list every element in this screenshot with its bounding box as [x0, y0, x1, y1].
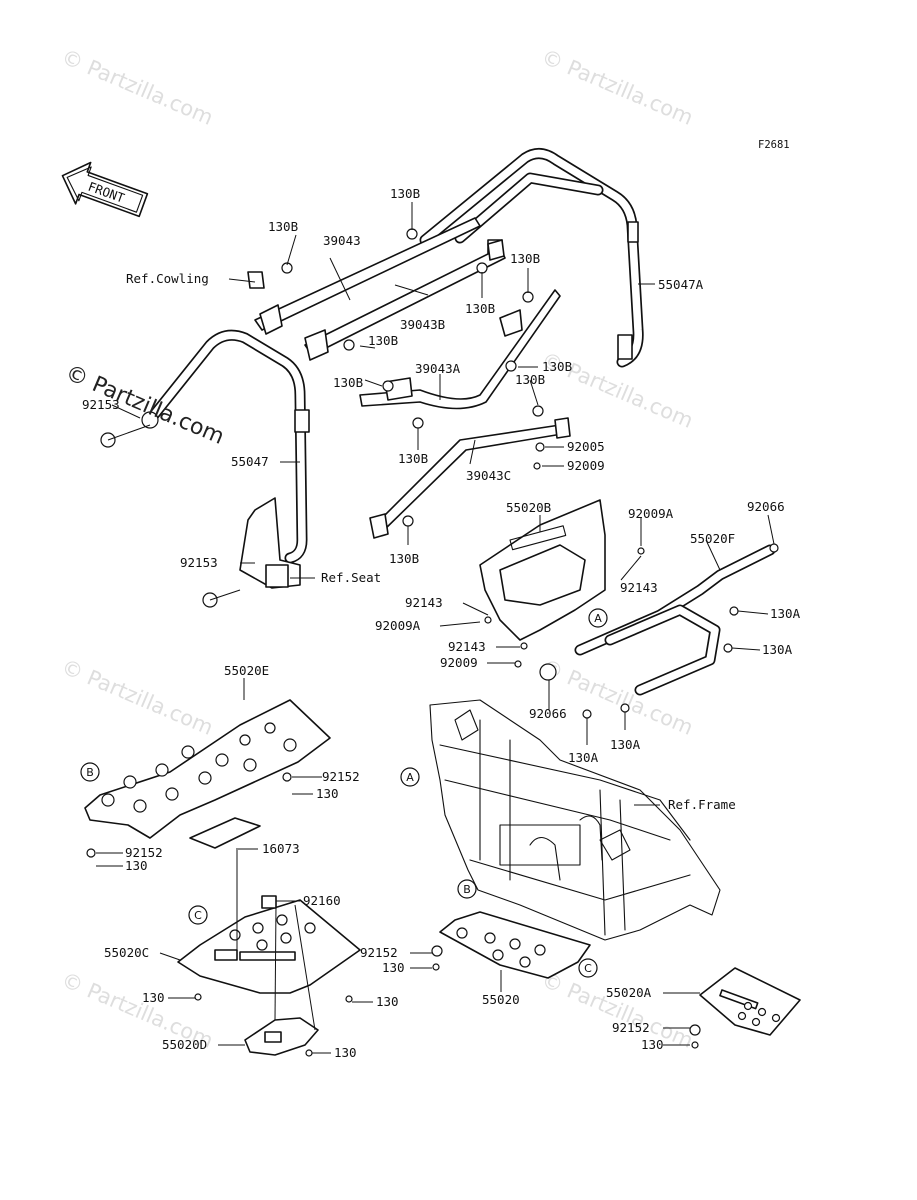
crossbar-39043C: [369, 417, 571, 539]
part-label: 130B: [515, 372, 545, 387]
svg-text:B: B: [463, 883, 471, 896]
part-label: 55020D: [162, 1037, 207, 1052]
watermark: © Partzilla.com: [538, 968, 697, 1053]
part-label: 55020: [482, 992, 520, 1007]
part-labels: 130B 39043 Ref.Cowling 130B 130B 130B 39…: [82, 186, 801, 1060]
ref-circle-A-frame: A: [400, 767, 420, 787]
part-label: 130: [316, 786, 339, 801]
ref-circle-A-top: A: [588, 608, 608, 628]
part-label: 130B: [268, 219, 298, 234]
skid-plate-55020C: [177, 895, 361, 1003]
svg-text:A: A: [406, 771, 414, 784]
watermark: © Partzilla.com: [538, 45, 697, 130]
leader-lines: [96, 202, 775, 1054]
crossbar-39043A: [359, 289, 561, 410]
part-label: 92160: [303, 893, 341, 908]
part-label: 130: [382, 960, 405, 975]
part-label: 130B: [333, 375, 363, 390]
skid-plate-55020E: [84, 699, 331, 858]
part-label: 130A: [770, 606, 801, 621]
roll-cage-rear-55047A: [419, 148, 644, 368]
part-label: 92005: [567, 439, 605, 454]
part-label: 130: [142, 990, 165, 1005]
ref-frame-label: Ref.Frame: [668, 797, 736, 812]
watermark: © Partzilla.com: [538, 655, 697, 740]
part-label: 92066: [529, 706, 567, 721]
part-label: 130B: [389, 551, 419, 566]
part-label: 92153: [180, 555, 218, 570]
part-label: 92152: [612, 1020, 650, 1035]
skid-plate-55020D: [244, 1017, 319, 1057]
part-label: 130B: [398, 451, 428, 466]
part-label: 39043C: [466, 468, 511, 483]
part-label: 92143: [405, 595, 443, 610]
ref-seat-label: Ref.Seat: [321, 570, 381, 585]
roll-cage-front-55047: [141, 329, 310, 564]
part-label: 92143: [448, 639, 486, 654]
ref-circle-B-frame: B: [457, 879, 477, 899]
watermark: © Partzilla.com: [58, 45, 217, 130]
seat-panel-55020B: [479, 499, 606, 641]
part-label: 55020B: [506, 500, 551, 515]
front-arrow-icon: FRONT: [61, 161, 149, 218]
skid-plate-55020: [431, 911, 591, 979]
part-label: 130A: [762, 642, 793, 657]
crossbar-39043: [247, 217, 481, 335]
part-label: 92009A: [375, 618, 421, 633]
bar-16073: [189, 817, 261, 849]
part-label: 92009A: [628, 506, 674, 521]
part-label: 130B: [465, 301, 495, 316]
skid-plate-55020A: [689, 967, 801, 1049]
ref-cowling-label: Ref.Cowling: [126, 271, 209, 286]
part-label: 39043: [323, 233, 361, 248]
part-label: 130A: [610, 737, 641, 752]
part-label: 55047: [231, 454, 269, 469]
part-label: 130A: [568, 750, 599, 765]
part-label: 92152: [360, 945, 398, 960]
part-label: 130: [641, 1037, 664, 1052]
part-label: 16073: [262, 841, 300, 856]
figure-code: F2681: [758, 139, 790, 151]
part-label: 130B: [390, 186, 420, 201]
ref-circle-C-frame: C: [578, 958, 598, 978]
part-label: 130B: [510, 251, 540, 266]
svg-text:C: C: [194, 909, 202, 922]
svg-text:B: B: [86, 766, 94, 779]
part-label: 55020A: [606, 985, 652, 1000]
part-label: 39043A: [415, 361, 461, 376]
part-label: 92009: [567, 458, 605, 473]
ref-circle-C-plate: C: [188, 905, 208, 925]
part-label: 130B: [368, 333, 398, 348]
main-frame: [429, 699, 721, 941]
watermark: © Partzilla.com: [58, 655, 217, 740]
part-label: 55047A: [658, 277, 704, 292]
svg-text:C: C: [584, 962, 592, 975]
part-label: 39043B: [400, 317, 445, 332]
part-label: 55020F: [690, 531, 735, 546]
part-label: 130: [125, 858, 148, 873]
seat-bracket: [239, 497, 301, 589]
part-label: 92143: [620, 580, 658, 595]
part-label: 92009: [440, 655, 478, 670]
part-label: 130B: [542, 359, 572, 374]
part-label: 92153: [82, 397, 120, 412]
part-label: 92152: [125, 845, 163, 860]
part-label: 130: [376, 994, 399, 1009]
part-label: 92152: [322, 769, 360, 784]
part-label: 92066: [747, 499, 785, 514]
part-label: 55020C: [104, 945, 149, 960]
crossbar-39043B: [304, 239, 506, 361]
svg-text:A: A: [594, 612, 602, 625]
ref-circle-B-plate: B: [80, 762, 100, 782]
part-label: 130: [334, 1045, 357, 1060]
part-label: 55020E: [224, 663, 269, 678]
